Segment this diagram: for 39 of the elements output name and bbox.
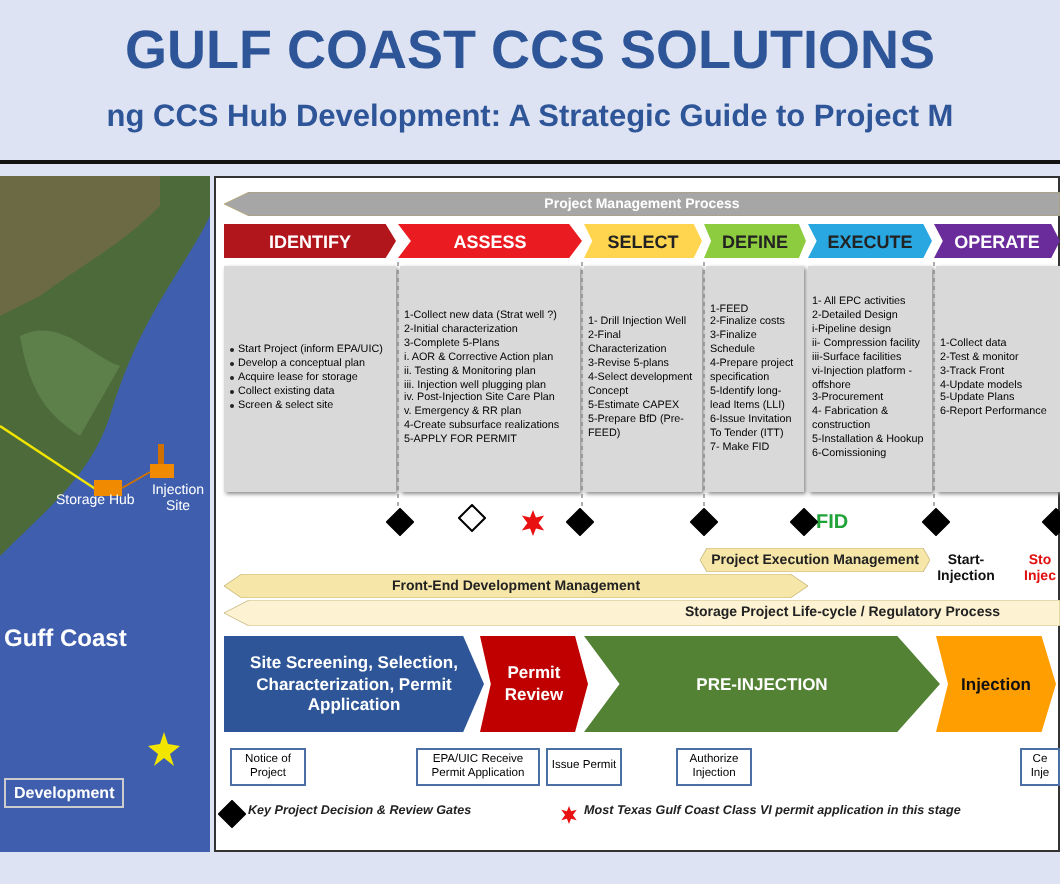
phase-label: EXECUTE: [827, 231, 913, 251]
stage-band: [480, 636, 588, 732]
stage-band: [936, 636, 1056, 732]
phase-header: [704, 224, 806, 258]
activity-panel: [400, 266, 580, 492]
milestone-box: [676, 748, 752, 786]
phase-label: IDENTIFY: [268, 231, 351, 251]
milestone-box: [1020, 748, 1060, 786]
phase-header: [584, 224, 702, 258]
map-label: Development: [4, 778, 125, 808]
milestone-box: [546, 748, 622, 786]
process-banner: [700, 548, 930, 572]
phase-label: Site Screening, Selection, Characterization, Permit Application: [248, 652, 460, 716]
milestone-box: [416, 748, 540, 786]
phase-label: Permit Review: [502, 662, 566, 706]
phase-header: [224, 224, 396, 258]
subtitle: ng CCS Hub Development: A Strategic Guide to Project M: [104, 100, 956, 136]
activity-panel: [224, 266, 396, 492]
phase-label: OPERATE: [954, 231, 1040, 251]
process-banner: [224, 192, 1060, 216]
activity-panel: [808, 266, 932, 492]
activity-panel: [706, 266, 804, 492]
stage-band: [224, 636, 484, 732]
phase-label: PRE-INJECTION: [696, 673, 828, 695]
milestone-box: [230, 748, 306, 786]
activity-panel: [936, 266, 1060, 492]
activity-panel: [584, 266, 702, 492]
phase-label: Injection: [961, 673, 1031, 695]
phase-label: SELECT: [607, 231, 679, 251]
phase-label: DEFINE: [721, 231, 788, 251]
map-label: Guff Coast: [4, 624, 127, 652]
title: GULF COAST CCS SOLUTIONS: [123, 20, 937, 82]
phase-header: [808, 224, 932, 258]
process-banner: [224, 600, 1060, 626]
phase-label: ASSESS: [453, 231, 527, 251]
phase-header: [934, 224, 1060, 258]
stage-band: [584, 636, 940, 732]
phase-header: [398, 224, 582, 258]
milestone-label: FID: [816, 512, 849, 534]
